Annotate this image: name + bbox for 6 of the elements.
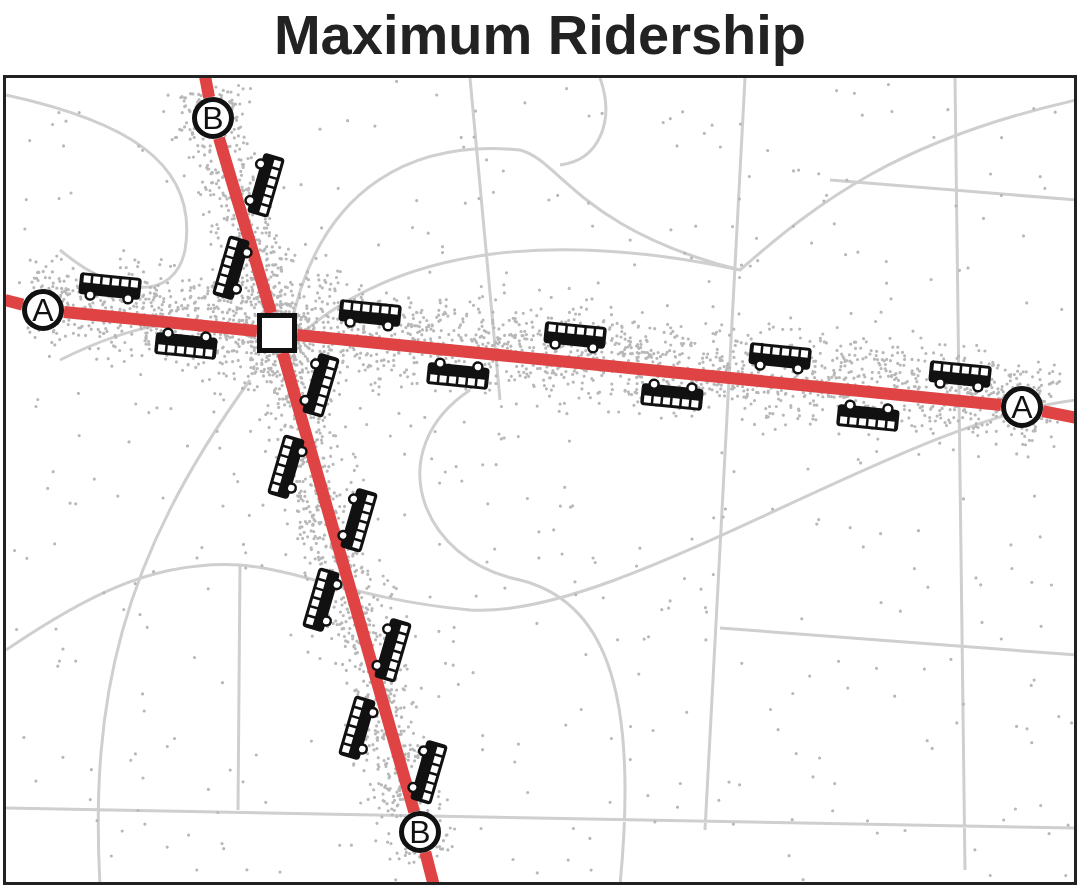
route-line <box>276 351 420 814</box>
route-line <box>296 329 1002 411</box>
map-title: Maximum Ridership <box>272 2 808 67</box>
transfer-station-square <box>257 313 297 353</box>
route-line <box>213 136 277 315</box>
route-line <box>63 306 258 337</box>
